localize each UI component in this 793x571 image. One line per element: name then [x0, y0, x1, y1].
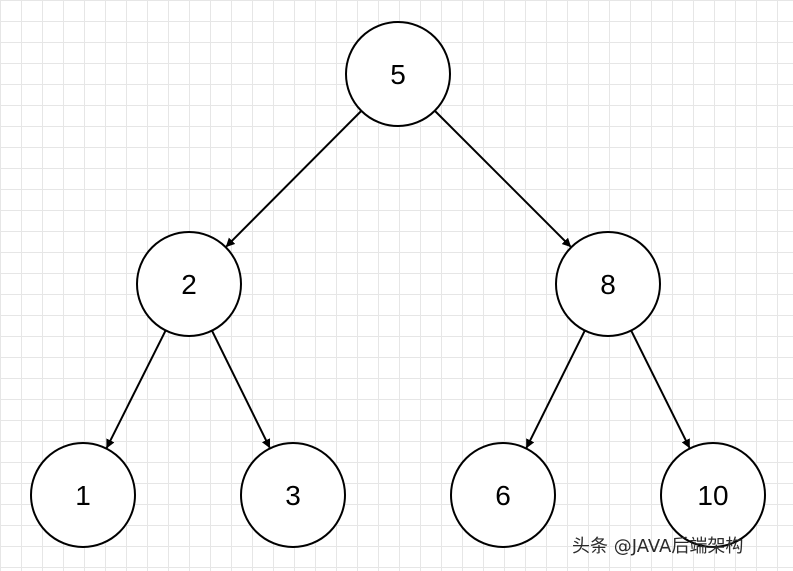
tree-node-1: 1: [30, 442, 136, 548]
watermark-text: 头条 @JAVA后端架构: [572, 536, 744, 557]
tree-node-3: 3: [240, 442, 346, 548]
edge-arrow-n2-n1: [105, 330, 167, 449]
tree-node-10: 10: [660, 442, 766, 548]
node-circle: [345, 21, 451, 127]
node-circle: [660, 442, 766, 548]
node-circle: [450, 442, 556, 548]
tree-node-6: 6: [450, 442, 556, 548]
node-circle: [240, 442, 346, 548]
tree-node-2: 2: [136, 231, 242, 337]
node-label: 8: [600, 269, 616, 300]
edge-arrow-n2-n3: [211, 330, 271, 449]
node-label: 6: [495, 480, 511, 511]
tree-node-8: 8: [555, 231, 661, 337]
node-circle: [555, 231, 661, 337]
edge-arrow-n5-n2: [225, 110, 363, 248]
node-label: 3: [285, 480, 301, 511]
node-label: 10: [697, 480, 728, 511]
edge-arrow-n8-n6: [525, 330, 586, 449]
node-circle: [136, 231, 242, 337]
edge-arrow-n5-n8: [434, 110, 572, 248]
node-label: 2: [181, 269, 197, 300]
node-label: 1: [75, 480, 91, 511]
node-label: 5: [390, 59, 406, 90]
tree-node-5: 5: [345, 21, 451, 127]
edge-arrow-n8-n10: [630, 330, 691, 449]
node-circle: [30, 442, 136, 548]
